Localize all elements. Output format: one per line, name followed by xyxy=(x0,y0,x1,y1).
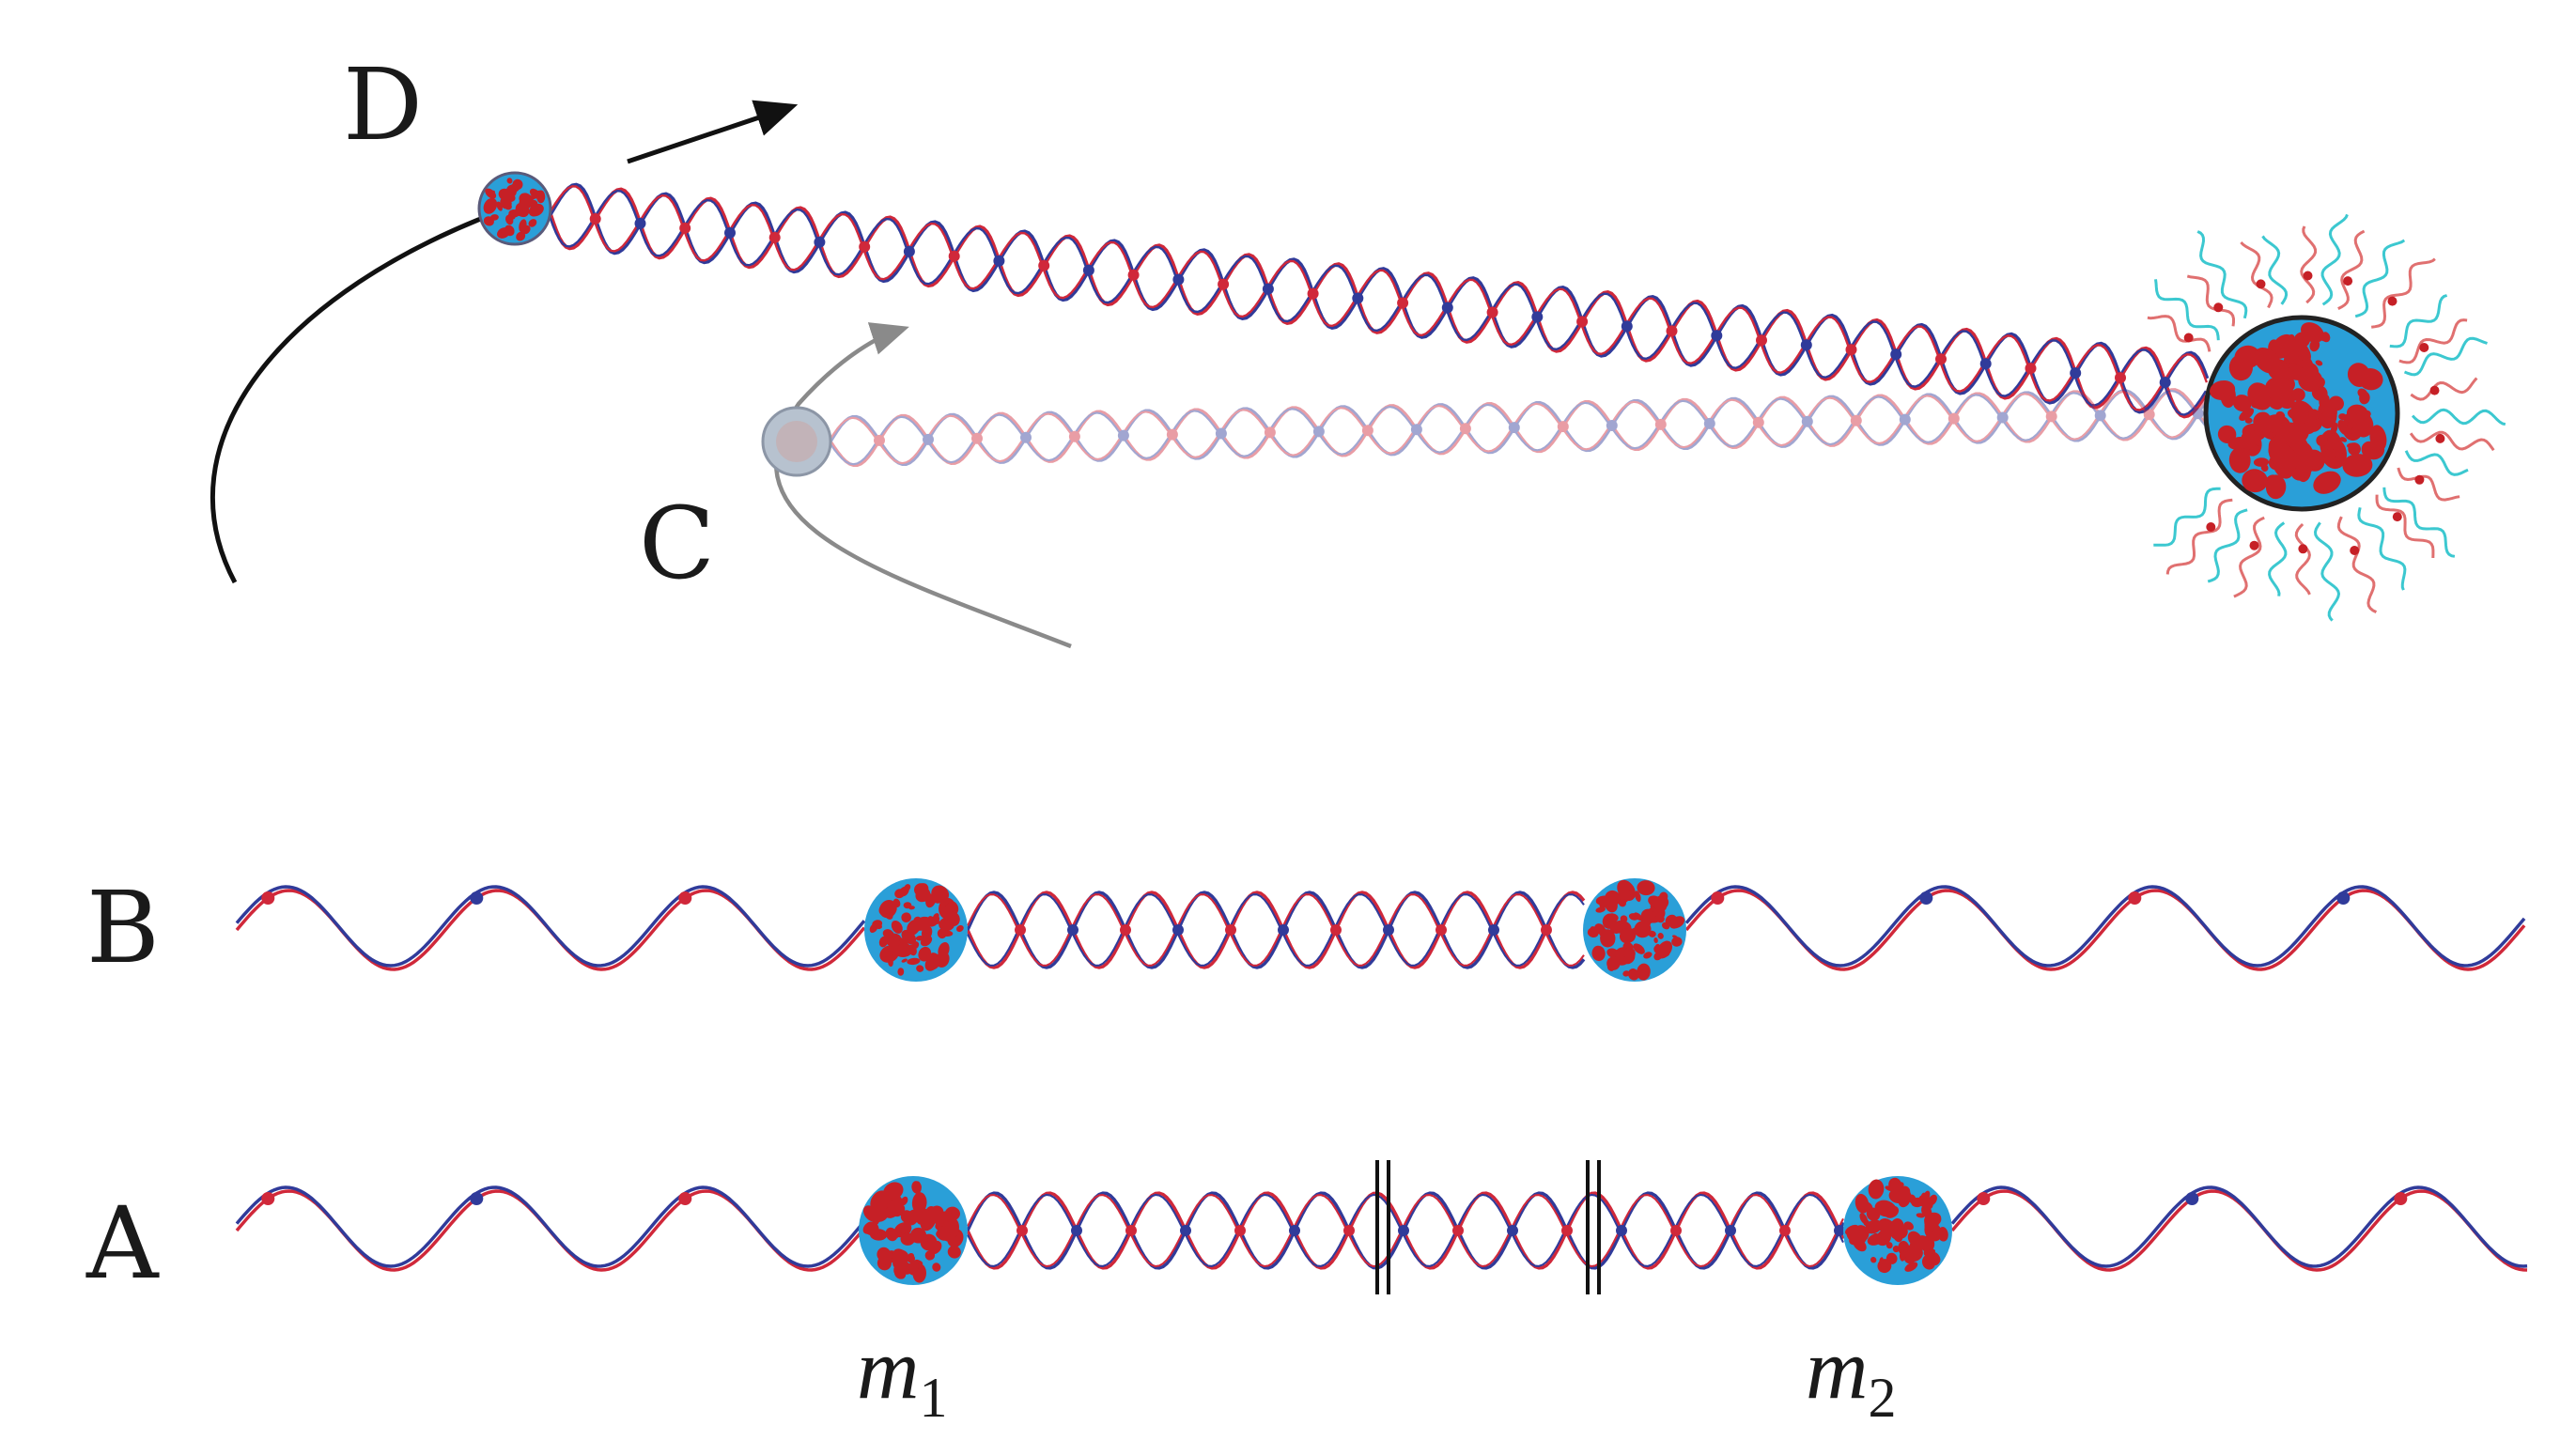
particle-d-small xyxy=(477,171,552,246)
barrier-left xyxy=(1375,1160,1390,1294)
string-a-row xyxy=(235,1185,2528,1272)
particle-a-m2 xyxy=(1843,1176,1952,1285)
barrier-right xyxy=(1586,1160,1601,1294)
particle-b-left xyxy=(864,878,968,982)
trajectory-d-path xyxy=(209,206,508,584)
trajectory-d-arrow xyxy=(627,100,799,164)
particle-c-faded xyxy=(761,406,832,477)
label-d: D xyxy=(343,47,423,163)
label-m1: m1 xyxy=(857,1321,947,1429)
particle-b-right xyxy=(1583,878,1686,982)
particle-a-m1 xyxy=(859,1176,968,1285)
label-b: B xyxy=(86,870,160,985)
label-a: A xyxy=(85,1185,160,1301)
particle-large-radiating xyxy=(2203,315,2400,512)
trajectory-c-path xyxy=(774,322,1072,649)
label-c: C xyxy=(639,486,715,601)
string-d-binding xyxy=(549,182,2210,419)
string-b-row xyxy=(235,885,2526,971)
label-m2: m2 xyxy=(1806,1321,1896,1429)
radiation-emission xyxy=(2147,213,2506,622)
string-c-binding-faded xyxy=(829,388,2211,468)
